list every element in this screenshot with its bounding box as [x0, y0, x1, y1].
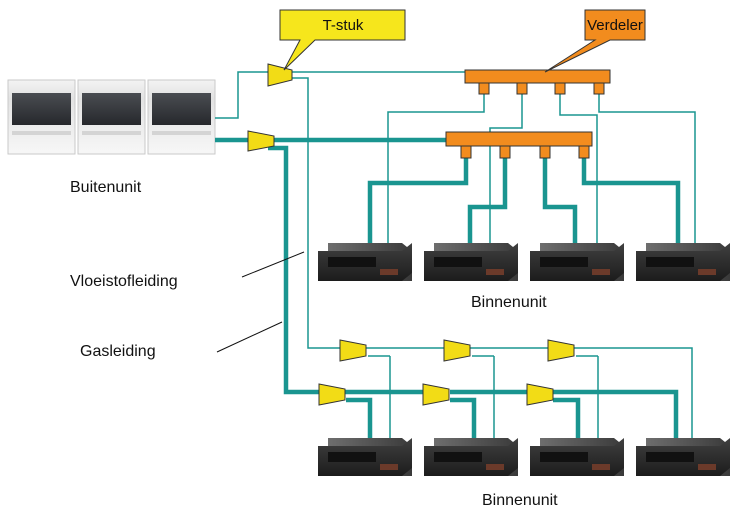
t-piece-callout-text: T-stuk — [323, 17, 364, 34]
distributor-liquid — [464, 69, 611, 95]
outdoor-module-1 — [7, 79, 76, 155]
gas-pipe-label: Gasleiding — [80, 343, 156, 360]
indoor-units-bottom-row — [318, 438, 730, 476]
indoor-unit — [530, 438, 624, 476]
t-pieces — [247, 63, 575, 406]
outdoor-module-3 — [147, 79, 216, 155]
indoor-units-bottom-label: Binnenunit — [482, 492, 558, 509]
gas-pipe-network — [215, 137, 681, 445]
liquid-pipe-label: Vloeistofleiding — [70, 273, 178, 290]
t-piece-lower-gas-2 — [422, 383, 450, 406]
indoor-unit — [636, 243, 730, 281]
leader-lines — [216, 251, 305, 353]
t-piece-upper — [267, 63, 293, 87]
t-piece-callout: T-stuk — [279, 9, 406, 71]
indoor-units-top-row — [318, 243, 730, 281]
t-piece-lower-gas-3 — [526, 383, 554, 406]
indoor-units-top-label: Binnenunit — [471, 294, 547, 311]
distributor-gas — [445, 131, 593, 159]
distributor-callout: Verdeler — [544, 9, 646, 73]
outdoor-unit-label: Buitenunit — [70, 179, 142, 196]
indoor-unit — [530, 243, 624, 281]
outdoor-unit — [7, 79, 216, 155]
t-piece-lower-liquid-1 — [339, 339, 367, 362]
liquid-pipe-network — [215, 71, 696, 445]
t-piece-gas-main — [247, 130, 275, 152]
outdoor-module-2 — [77, 79, 146, 155]
indoor-unit — [318, 438, 412, 476]
t-piece-lower-liquid-2 — [443, 339, 471, 362]
distributor-callout-text: Verdeler — [587, 17, 643, 34]
t-piece-lower-liquid-3 — [547, 339, 575, 362]
t-piece-lower-gas-1 — [318, 383, 346, 406]
indoor-unit — [636, 438, 730, 476]
indoor-unit — [318, 243, 412, 281]
indoor-unit — [424, 438, 518, 476]
indoor-unit — [424, 243, 518, 281]
